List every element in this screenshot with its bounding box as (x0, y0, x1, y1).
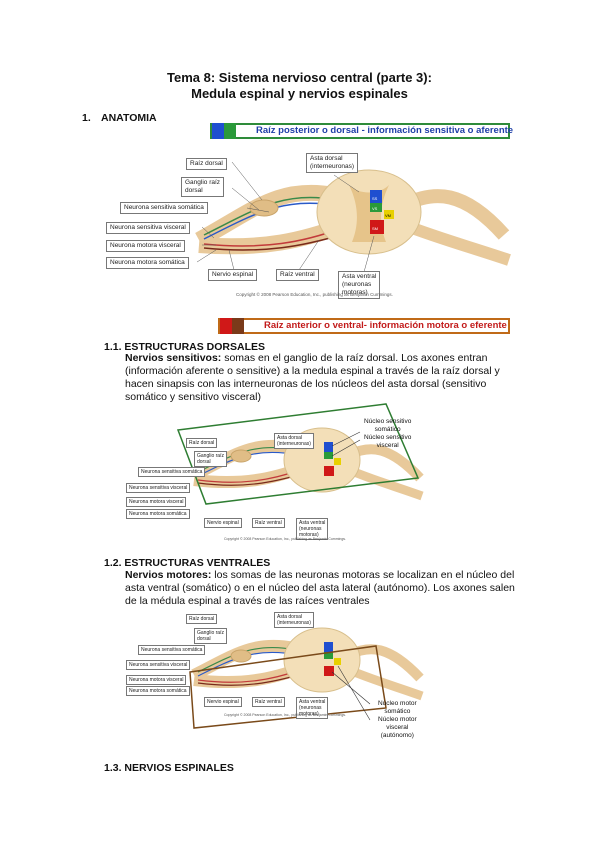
label-raiz-ventral-3: Raíz ventral (252, 697, 285, 707)
label-asta-dorsal-3-line2: (interneuronas) (277, 620, 311, 626)
blue-swatch-icon (212, 123, 224, 139)
section-1-1-bold: Nervios sensitivos: (125, 352, 222, 364)
section-1-1-paragraph: Nervios sensitivos: somas en el ganglio … (125, 352, 517, 404)
label-neurona-motora-somatica: Neurona motora somática (106, 257, 189, 269)
label-neurona-motora-somatica-2: Neurona motora somática (126, 509, 190, 519)
label-asta-dorsal-line2: (interneuronas) (310, 163, 355, 170)
label-neurona-sens-visceral-3: Neurona sensitiva visceral (126, 660, 191, 670)
banner-anterior-text: Raíz anterior o ventral- información mot… (264, 320, 507, 331)
label-asta-dorsal-3: Asta dorsal (interneuronas) (274, 612, 314, 628)
spinal-cord-diagram-ventral (189, 627, 424, 729)
callout-nucleo-motor: Núcleo motor somático Núcleo motor visce… (378, 700, 417, 740)
label-raiz-dorsal-2: Raíz dorsal (186, 438, 218, 448)
spinal-figure-main: SS VS VM SM Raíz dorsal Ganglio raíz dor… (104, 150, 514, 302)
label-neurona-sens-somatica: Neurona sensitiva somática (120, 202, 208, 214)
callout-sensitivo-line4: visceral (376, 442, 399, 449)
label-asta-dorsal: Asta dorsal (interneuronas) (306, 153, 359, 173)
section-1-1-text: somas en el ganglio de la raíz dorsal. L… (125, 352, 500, 403)
section-1-1-heading: 1.1. ESTRUCTURAS DORSALES (104, 341, 266, 353)
callout-nucleo-sensitivo: Núcleo sensitivo somático Núcleo sensiti… (364, 418, 411, 450)
callout-motor-line1: Núcleo motor (378, 700, 417, 707)
label-neurona-sens-visceral-2: Neurona sensitiva visceral (126, 483, 191, 493)
label-neurona-sens-somatica-3: Neurona sensitiva somática (138, 645, 206, 655)
label-asta-dorsal-line1: Asta dorsal (310, 155, 343, 162)
label-neurona-sens-visceral: Neurona sensitiva visceral (106, 222, 190, 234)
label-neurona-sens-somatica-2: Neurona sensitiva somática (138, 467, 206, 477)
section-1-3-heading: 1.3. NERVIOS ESPINALES (104, 762, 234, 774)
callout-sensitivo-line2: somático (374, 426, 401, 433)
spinal-cord-diagram: SS VS VM SM (195, 161, 511, 273)
label-ganglio: Ganglio raíz dorsal (181, 177, 225, 197)
label-asta-ventral-2-line3: motoras) (299, 532, 319, 538)
vs-label: VS (372, 206, 378, 211)
label-asta-ventral-2-line2: (neuronas (299, 526, 322, 532)
figure-copyright-2: Copyright © 2008 Pearson Education, Inc.… (224, 537, 347, 541)
banner-posterior-text: Raíz posterior o dorsal - información se… (256, 125, 514, 136)
label-asta-ventral-line2: (neuronas (342, 281, 372, 288)
label-ganglio-2-line1: Ganglio raíz (197, 453, 224, 459)
label-ganglio-line1: Ganglio raíz (185, 179, 221, 186)
page-subtitle: Medula espinal y nervios espinales (191, 86, 408, 101)
label-raiz-ventral-2: Raíz ventral (252, 518, 285, 528)
label-asta-ventral-2: Asta ventral (neuronas motoras) (296, 518, 329, 540)
callout-motor-line2: somático (384, 708, 411, 715)
darkred-swatch-icon (232, 318, 244, 334)
label-neurona-motora-somatica-3: Neurona motora somática (126, 686, 190, 696)
figure-copyright-3: Copyright © 2008 Pearson Education, Inc.… (224, 713, 347, 717)
label-neurona-motora-visceral: Neurona motora visceral (106, 240, 185, 252)
section-1-2-bold: Nervios motores: (125, 569, 212, 581)
green-swatch-icon (224, 123, 236, 139)
label-asta-dorsal-2-line1: Asta dorsal (277, 435, 303, 441)
section-1-heading: ANATOMIA (101, 112, 157, 124)
label-ganglio-3: Ganglio raíz dorsal (194, 628, 227, 644)
label-nervio-espinal: Nervio espinal (208, 269, 258, 281)
label-asta-ventral: Asta ventral (neuronas motoras) (338, 271, 381, 299)
label-asta-dorsal-2-line2: (interneuronas) (277, 441, 311, 447)
label-asta-ventral-3: Asta ventral (neuronas motoras) (296, 697, 329, 719)
label-neurona-motora-visceral-2: Neurona motora visceral (126, 497, 187, 507)
label-asta-ventral-3-line2: (neuronas (299, 705, 322, 711)
section-1-number: 1. (82, 112, 91, 124)
callout-motor-line5: (autónomo) (380, 732, 414, 739)
ss-label: SS (372, 196, 378, 201)
figure-copyright: Copyright © 2008 Pearson Education, Inc.… (236, 292, 393, 297)
vm-label: VM (385, 213, 391, 218)
label-asta-ventral-line1: Asta ventral (342, 273, 377, 280)
label-raiz-ventral: Raíz ventral (276, 269, 319, 281)
label-asta-ventral-3-line1: Asta ventral (299, 699, 326, 705)
label-ganglio-3-line2: dorsal (197, 636, 211, 642)
label-asta-dorsal-2: Asta dorsal (interneuronas) (274, 433, 314, 449)
callout-sensitivo-line3: Núcleo sensitivo (364, 434, 412, 441)
label-neurona-motora-visceral-3: Neurona motora visceral (126, 675, 187, 685)
callout-motor-line3: Núcleo motor (378, 716, 417, 723)
section-1-2-paragraph: Nervios motores: los somas de las neuron… (125, 569, 517, 608)
red-swatch-icon (220, 318, 232, 334)
banner-posterior: Raíz posterior o dorsal - información se… (210, 123, 514, 139)
label-asta-ventral-3-line3: motoras) (299, 711, 319, 717)
label-asta-ventral-line3: motoras) (342, 289, 368, 296)
label-nervio-espinal-2: Nervio espinal (204, 518, 242, 528)
label-raiz-dorsal: Raíz dorsal (186, 158, 227, 170)
section-1-2-heading: 1.2. ESTRUCTURAS VENTRALES (104, 557, 271, 569)
label-asta-ventral-2-line1: Asta ventral (299, 520, 326, 526)
label-raiz-dorsal-3: Raíz dorsal (186, 614, 218, 624)
page-title: Tema 8: Sistema nervioso central (parte … (167, 70, 432, 85)
callout-motor-line4: visceral (386, 724, 409, 731)
spinal-figure-dorsal: Raíz dorsal Ganglio raíz dorsal Neurona … (124, 400, 424, 545)
label-ganglio-2-line2: dorsal (197, 459, 211, 465)
spinal-figure-ventral: Raíz dorsal Ganglio raíz dorsal Neurona … (124, 610, 424, 745)
label-ganglio-line2: dorsal (185, 187, 203, 194)
sm-label: SM (372, 226, 378, 231)
label-nervio-espinal-3: Nervio espinal (204, 697, 242, 707)
label-asta-dorsal-3-line1: Asta dorsal (277, 614, 303, 620)
label-ganglio-2: Ganglio raíz dorsal (194, 451, 227, 467)
section-1-2-text: los somas de las neuronas motoras se loc… (125, 569, 515, 607)
label-ganglio-3-line1: Ganglio raíz (197, 630, 224, 636)
banner-anterior: Raíz anterior o ventral- información mot… (218, 318, 510, 334)
callout-sensitivo-line1: Núcleo sensitivo (364, 418, 412, 425)
